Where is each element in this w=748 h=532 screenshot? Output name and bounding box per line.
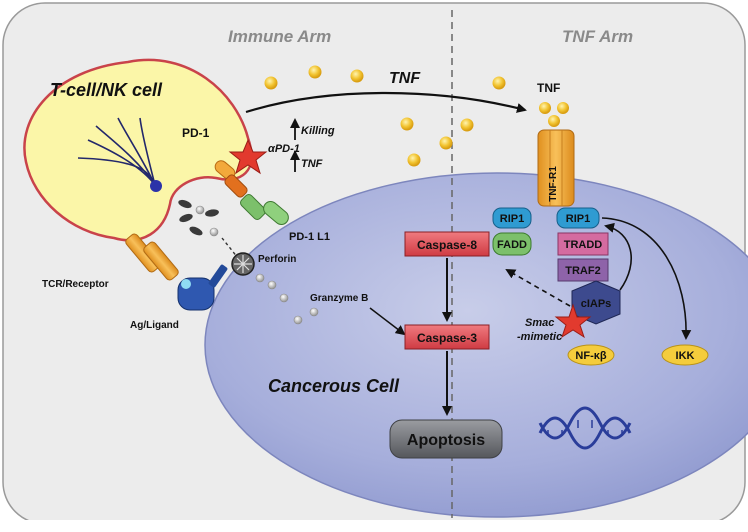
dna-icon bbox=[538, 406, 632, 450]
tnfr1-label: TNF-R1 bbox=[548, 166, 559, 202]
ciaps-to-rip1-arrow bbox=[604, 222, 632, 291]
rip1-to-ikk-arrow bbox=[601, 217, 692, 340]
immune-arm-header: Immune Arm bbox=[228, 27, 331, 46]
tnf-secretion-arrow bbox=[245, 91, 527, 114]
ikk-label: IKK bbox=[676, 350, 695, 362]
nfkb-label: NF-κβ bbox=[575, 350, 606, 362]
bottom-mask bbox=[0, 520, 748, 527]
traf2-box bbox=[557, 258, 609, 282]
perforin-dots bbox=[195, 205, 319, 325]
rip1-left-box bbox=[492, 207, 532, 229]
perforin-pore-detail bbox=[234, 255, 252, 273]
tnf-up-label: TNF bbox=[301, 158, 323, 170]
rip1-right-label: RIP1 bbox=[566, 213, 590, 225]
pdl1-ligand bbox=[240, 194, 289, 225]
tnf-ligand-label: TNF bbox=[537, 81, 560, 95]
caspase8-label: Caspase-8 bbox=[417, 238, 477, 252]
tnf-balls-left bbox=[264, 65, 453, 167]
ciaps-to-caspase8-arrow bbox=[505, 269, 571, 307]
pdl1-label: PD-1 L1 bbox=[289, 231, 330, 243]
centrosome bbox=[150, 180, 162, 192]
tcr-label: TCR/Receptor bbox=[42, 279, 109, 290]
killing-label: Killing bbox=[301, 125, 335, 137]
cancer-cell-label: Cancerous Cell bbox=[268, 376, 400, 396]
tnf-arm-header: TNF Arm bbox=[562, 27, 633, 46]
caspase3-box bbox=[404, 324, 490, 350]
tnf-balls-right bbox=[460, 76, 569, 132]
nfkb-oval bbox=[567, 344, 615, 366]
ag-label: Ag/Ligand bbox=[130, 320, 179, 331]
granzyme-label: Granzyme B bbox=[310, 293, 368, 304]
perforin-path bbox=[221, 237, 239, 259]
ag-ligand bbox=[177, 264, 228, 311]
tnfr1-receptor bbox=[537, 129, 575, 207]
fadd-label: FADD bbox=[497, 239, 527, 251]
ciaps-hexagon bbox=[571, 280, 621, 325]
tradd-box bbox=[557, 232, 609, 256]
apd1-star-icon bbox=[228, 138, 268, 175]
rip1-right-box bbox=[556, 207, 600, 229]
traf2-label: TRAF2 bbox=[565, 265, 600, 277]
perforin-label: Perforin bbox=[258, 254, 296, 265]
cytoskeleton bbox=[77, 117, 156, 186]
t-cell-label: T-cell/NK cell bbox=[50, 80, 163, 100]
pd1-receptor bbox=[214, 160, 248, 198]
rip1-left-label: RIP1 bbox=[500, 213, 524, 225]
ciaps-label: cIAPs bbox=[581, 298, 612, 310]
tradd-label: TRADD bbox=[564, 239, 603, 251]
t-cell bbox=[23, 58, 253, 242]
caspase3-label: Caspase-3 bbox=[417, 331, 477, 345]
apoptosis-label: Apoptosis bbox=[407, 432, 485, 449]
caspase8-box bbox=[404, 231, 490, 257]
tcr-receptor bbox=[125, 233, 179, 281]
granules bbox=[178, 199, 219, 236]
apoptosis-box bbox=[389, 419, 503, 459]
smac-star-icon bbox=[554, 303, 592, 339]
fadd-box bbox=[492, 232, 532, 256]
granzyme-arrow bbox=[369, 307, 406, 336]
smac-label-1: Smac bbox=[525, 317, 554, 329]
ikk-oval bbox=[661, 344, 709, 366]
pd1-label: PD-1 bbox=[182, 126, 210, 140]
smac-label-2: -mimetic bbox=[517, 331, 562, 343]
tnf-main-label: TNF bbox=[389, 70, 421, 87]
